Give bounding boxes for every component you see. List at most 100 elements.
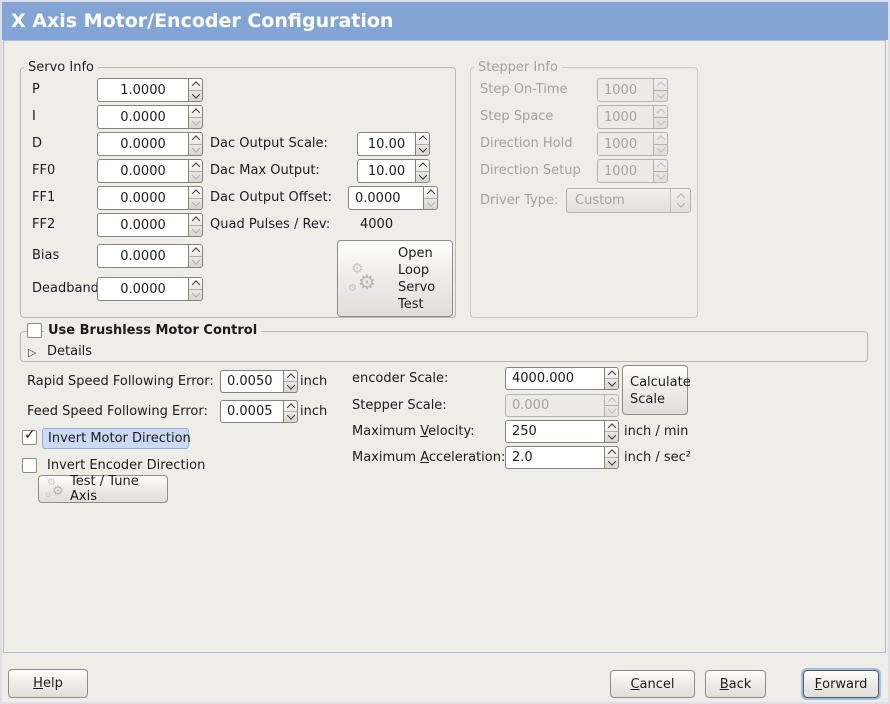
brushless-frame — [20, 331, 868, 362]
ff1-input[interactable]: 0.0000 — [97, 186, 188, 210]
direction-hold-input: 1000 — [597, 132, 653, 156]
dac-max-output-spin-up-button[interactable] — [416, 160, 429, 171]
expander-triangle-icon[interactable]: ▷ — [28, 346, 37, 359]
invert-encoder-label[interactable]: Invert Encoder Direction — [47, 458, 206, 473]
acceleration-unit-label: inch / sec² — [624, 450, 692, 465]
deadband-spin-up-button[interactable] — [189, 278, 202, 289]
direction-hold-spin-up-button — [654, 133, 667, 144]
chevron-down-icon — [286, 411, 295, 420]
acceleration-spin-up-button[interactable] — [605, 447, 618, 458]
dac-output-scale-spin-down-button[interactable] — [416, 143, 429, 156]
maximum-acceleration-spinbox: 2.0 — [505, 446, 619, 469]
ff2-spin-up-button[interactable] — [189, 214, 202, 225]
p-spin-up-button[interactable] — [189, 79, 202, 90]
open-loop-servo-test-button[interactable]: ⚙ ⚙ ⚙ Open Loop Servo Test — [337, 240, 453, 317]
encoder-scale-label: encoder Scale: — [352, 371, 449, 386]
ff0-spin-down-button[interactable] — [189, 170, 202, 183]
invert-motor-label[interactable]: Invert Motor Direction — [42, 428, 191, 449]
dac-max-output-spin-down-button[interactable] — [416, 170, 429, 183]
ff2-label: FF2 — [32, 217, 56, 232]
chevron-down-icon — [607, 378, 616, 387]
dac-output-scale-input[interactable]: 10.00 — [357, 132, 415, 156]
chevron-down-icon — [656, 171, 665, 180]
feed-spin-down-button[interactable] — [284, 411, 297, 422]
bias-input[interactable]: 0.0000 — [97, 244, 188, 268]
bias-spin-up-button[interactable] — [189, 245, 202, 256]
p-input[interactable]: 1.0000 — [97, 78, 188, 102]
ff1-spin-down-button[interactable] — [189, 197, 202, 210]
acceleration-spin-down-button[interactable] — [605, 457, 618, 468]
bias-label: Bias — [32, 248, 60, 263]
feed-following-error-input[interactable]: 0.0005 — [220, 400, 283, 423]
rapid-spin-up-button[interactable] — [284, 371, 297, 382]
deadband-input[interactable]: 0.0000 — [97, 277, 188, 301]
p-spin-down-button[interactable] — [189, 89, 202, 102]
deadband-spin-down-button[interactable] — [189, 288, 202, 301]
ff0-input[interactable]: 0.0000 — [97, 159, 188, 183]
chevron-down-icon — [607, 405, 616, 414]
direction-hold-spinbox: 1000 — [597, 132, 668, 156]
use-brushless-checkbox[interactable] — [27, 323, 42, 338]
dac-output-offset-spin-up-button[interactable] — [424, 187, 437, 198]
encoder-scale-spin-down-button[interactable] — [605, 378, 618, 389]
chevron-down-icon — [191, 289, 200, 298]
dac-output-offset-input[interactable]: 0.0000 — [348, 186, 423, 210]
invert-encoder-checkbox[interactable] — [22, 458, 37, 473]
dac-max-output-input[interactable]: 10.00 — [357, 159, 415, 183]
chevron-down-icon — [607, 431, 616, 440]
bias-spin-down-button[interactable] — [189, 255, 202, 268]
calculate-scale-button-label: Calculate Scale — [630, 375, 691, 407]
encoder-scale-spinbox: 4000.000 — [505, 367, 619, 390]
servo-info-frame-label: Servo Info — [24, 60, 98, 75]
chevron-down-icon — [656, 90, 665, 99]
rapid-spin-down-button[interactable] — [284, 381, 297, 392]
dac-output-offset-spin-down-button[interactable] — [424, 197, 437, 210]
chevron-down-icon — [426, 198, 435, 207]
details-expander-label[interactable]: Details — [47, 344, 93, 359]
rapid-following-error-label: Rapid Speed Following Error: — [27, 374, 214, 389]
i-spin-down-button[interactable] — [189, 116, 202, 129]
direction-setup-spin-down-button — [654, 170, 667, 183]
velocity-spin-down-button[interactable] — [605, 431, 618, 442]
direction-hold-label: Direction Hold — [480, 136, 573, 151]
ff0-spinbox: 0.0000 — [97, 159, 203, 183]
step-on-time-spin-down-button — [654, 89, 667, 102]
velocity-spin-up-button[interactable] — [605, 421, 618, 432]
maximum-velocity-input[interactable]: 250 — [505, 420, 604, 443]
dac-output-scale-spin-up-button[interactable] — [416, 133, 429, 144]
step-on-time-spinbox: 1000 — [597, 78, 668, 102]
encoder-scale-input[interactable]: 4000.000 — [505, 367, 604, 390]
rapid-following-error-input[interactable]: 0.0050 — [220, 370, 283, 393]
d-input[interactable]: 0.0000 — [97, 132, 188, 156]
i-spin-up-button[interactable] — [189, 106, 202, 117]
ff1-spin-up-button[interactable] — [189, 187, 202, 198]
encoder-scale-spin-up-button[interactable] — [605, 368, 618, 379]
ff2-spin-down-button[interactable] — [189, 224, 202, 237]
test-tune-axis-button[interactable]: ⚙ ⚙ ⚙ Test / Tune Axis — [38, 474, 168, 504]
dropdown-arrows-icon — [670, 189, 690, 212]
d-spin-up-button[interactable] — [189, 133, 202, 144]
ff1-label: FF1 — [32, 190, 56, 205]
direction-setup-label: Direction Setup — [480, 163, 581, 178]
ff0-spin-up-button[interactable] — [189, 160, 202, 171]
i-input[interactable]: 0.0000 — [97, 105, 188, 129]
calculate-scale-button[interactable]: Calculate Scale — [622, 365, 691, 415]
step-on-time-spin-up-button — [654, 79, 667, 90]
direction-hold-spin-down-button — [654, 143, 667, 156]
use-brushless-label[interactable]: Use Brushless Motor Control — [44, 323, 262, 339]
chevron-down-icon — [418, 144, 427, 153]
maximum-acceleration-input[interactable]: 2.0 — [505, 446, 604, 469]
feed-spin-up-button[interactable] — [284, 401, 297, 412]
d-spin-down-button[interactable] — [189, 143, 202, 156]
driver-type-label: Driver Type: — [480, 193, 559, 208]
invert-motor-checkbox[interactable]: ✓ — [22, 427, 37, 445]
p-label: P — [32, 82, 40, 97]
d-spinbox: 0.0000 — [97, 132, 203, 156]
page-title: X Axis Motor/Encoder Configuration — [2, 2, 888, 40]
ff2-input[interactable]: 0.0000 — [97, 213, 188, 237]
p-spinner — [188, 78, 203, 102]
